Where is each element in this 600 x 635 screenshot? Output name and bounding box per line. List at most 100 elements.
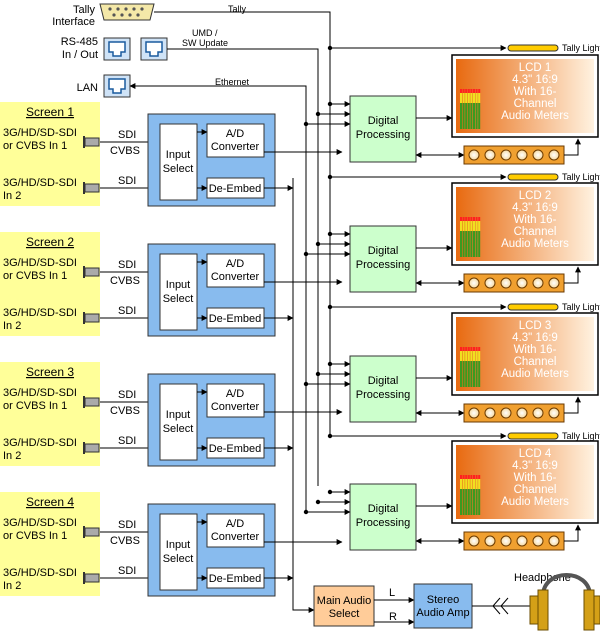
ad-converter-label-2: Converter bbox=[211, 271, 260, 283]
digital-processing-box bbox=[349, 355, 417, 423]
sdi-1-label: SDI bbox=[118, 519, 136, 531]
digital-processing-label-1: Digital bbox=[368, 245, 399, 257]
lcd-text-line: Channel bbox=[514, 484, 557, 496]
lcd-text-line: Audio Meters bbox=[501, 496, 569, 508]
de-embed-label: De-Embed bbox=[209, 313, 262, 325]
input-select-box bbox=[159, 383, 198, 461]
digital-processing-label-2: Processing bbox=[356, 129, 410, 141]
umd-label-1: UMD / bbox=[192, 28, 218, 38]
button-icon bbox=[468, 277, 480, 289]
button-icon bbox=[500, 535, 512, 547]
button-icon bbox=[484, 149, 496, 161]
input-select-box bbox=[159, 253, 198, 331]
button-icon bbox=[516, 407, 528, 419]
button-icon bbox=[500, 277, 512, 289]
digital-processing-label-2: Processing bbox=[356, 259, 410, 271]
input-2-label-1: 3G/HD/SD-SDI bbox=[3, 177, 77, 189]
sdi-2-label: SDI bbox=[118, 175, 136, 187]
screen-title: Screen 1 bbox=[26, 105, 74, 119]
ad-converter-box bbox=[206, 123, 265, 158]
sdi-2-label: SDI bbox=[118, 305, 136, 317]
ad-converter-label-1: A/D bbox=[226, 388, 244, 400]
input-1-label-2: or CVBS In 1 bbox=[3, 400, 67, 412]
button-icon bbox=[548, 407, 560, 419]
lcd-text-line: Audio Meters bbox=[501, 238, 569, 250]
lcd-text-line: LCD 2 bbox=[519, 190, 552, 202]
button-icon bbox=[468, 149, 480, 161]
audio-section: Main Audio Select L R Stereo Audio Amp H… bbox=[292, 178, 600, 631]
rs485-ports: RS-485 In / Out bbox=[61, 36, 168, 61]
right-channel-label: R bbox=[389, 611, 397, 623]
tally-light-label: Tally Light 3 bbox=[562, 302, 600, 312]
button-icon bbox=[468, 535, 480, 547]
cvbs-label: CVBS bbox=[110, 145, 140, 157]
cvbs-label: CVBS bbox=[110, 535, 140, 547]
ad-converter-label-2: Converter bbox=[211, 531, 260, 543]
ad-converter-box bbox=[206, 513, 265, 548]
button-icon bbox=[532, 149, 544, 161]
ad-converter-label-1: A/D bbox=[226, 518, 244, 530]
bnc-connector-icon bbox=[83, 266, 100, 278]
button-icon bbox=[484, 407, 496, 419]
input-select-label-1: Input bbox=[166, 409, 190, 421]
digital-processing-label-1: Digital bbox=[368, 503, 399, 515]
ethernet-label: Ethernet bbox=[215, 77, 250, 87]
tally-light-icon bbox=[507, 44, 559, 52]
lcd-text-line: Channel bbox=[514, 356, 557, 368]
de-embed-label: De-Embed bbox=[209, 573, 262, 585]
main-audio-select-label-2: Select bbox=[329, 608, 360, 620]
lcd-text-line: With 16- bbox=[514, 472, 557, 484]
tally-light-label: Tally Light 1 bbox=[562, 43, 600, 53]
audio-meter-icon bbox=[460, 89, 481, 129]
de-embed-label: De-Embed bbox=[209, 183, 262, 195]
sdi-1-label: SDI bbox=[118, 259, 136, 271]
input-select-label-1: Input bbox=[166, 539, 190, 551]
ad-converter-label-2: Converter bbox=[211, 141, 260, 153]
stereo-audio-amp-box bbox=[413, 583, 473, 629]
digital-processing-box bbox=[349, 483, 417, 551]
audio-meter-icon bbox=[460, 217, 481, 257]
cvbs-label: CVBS bbox=[110, 405, 140, 417]
digital-processing-box bbox=[349, 95, 417, 163]
lan-label: LAN bbox=[77, 82, 98, 94]
button-icon bbox=[484, 535, 496, 547]
button-icon bbox=[548, 149, 560, 161]
tally-light-icon bbox=[507, 432, 559, 440]
tally-interface-label-1: Tally bbox=[73, 4, 96, 16]
bnc-connector-icon bbox=[83, 396, 100, 408]
rs485-label-1: RS-485 bbox=[61, 36, 98, 48]
input-select-label-1: Input bbox=[166, 149, 190, 161]
bnc-connector-icon bbox=[83, 442, 100, 454]
input-select-label-2: Select bbox=[163, 423, 194, 435]
tally-light-icon bbox=[507, 303, 559, 311]
ad-converter-box bbox=[206, 383, 265, 418]
lcd-text-line: Channel bbox=[514, 98, 557, 110]
lcd-text-line: Channel bbox=[514, 226, 557, 238]
sdi-1-label: SDI bbox=[118, 129, 136, 141]
digital-processing-label-1: Digital bbox=[368, 375, 399, 387]
lcd-text-line: LCD 3 bbox=[519, 320, 552, 332]
ad-converter-label-1: A/D bbox=[226, 128, 244, 140]
umd-label-2: SW Update bbox=[182, 38, 228, 48]
tally-interface-label-2: Interface bbox=[52, 16, 95, 28]
button-icon bbox=[532, 407, 544, 419]
input-1-label-2: or CVBS In 1 bbox=[3, 140, 67, 152]
digital-processing-label-1: Digital bbox=[368, 115, 399, 127]
screen-title: Screen 4 bbox=[26, 495, 74, 509]
audio-meter-icon bbox=[460, 475, 481, 515]
lcd-text-line: With 16- bbox=[514, 86, 557, 98]
bnc-connector-icon bbox=[83, 572, 100, 584]
input-select-label-1: Input bbox=[166, 279, 190, 291]
button-icon bbox=[500, 149, 512, 161]
sdi-2-label: SDI bbox=[118, 435, 136, 447]
main-audio-select-label-1: Main Audio bbox=[317, 595, 371, 607]
sdi-2-label: SDI bbox=[118, 565, 136, 577]
sdi-1-label: SDI bbox=[118, 389, 136, 401]
input-1-label-1: 3G/HD/SD-SDI bbox=[3, 257, 77, 269]
input-2-label-2: In 2 bbox=[3, 580, 21, 592]
lcd-text-line: LCD 1 bbox=[519, 62, 552, 74]
input-1-label-1: 3G/HD/SD-SDI bbox=[3, 387, 77, 399]
